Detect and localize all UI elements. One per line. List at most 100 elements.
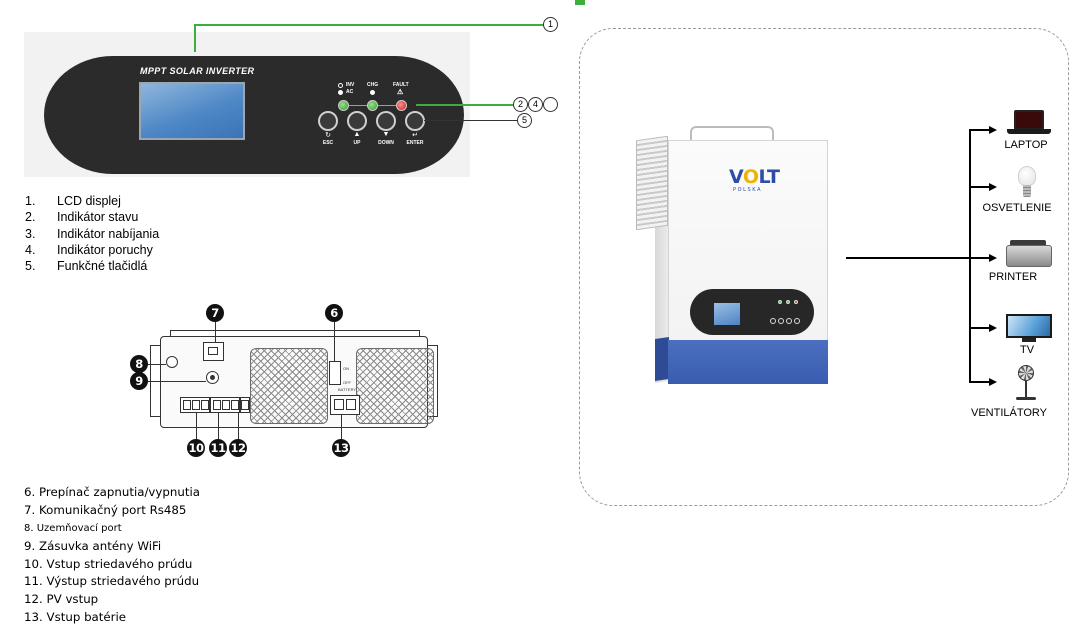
legend-item: 11. Výstup striedavého prúdu — [24, 574, 200, 589]
callout-13-leader — [341, 415, 342, 439]
callout-3 — [543, 97, 558, 112]
back-panel-top — [170, 330, 420, 338]
legend-item: 13. Vstup batérie — [24, 610, 127, 625]
inverter-base-side — [655, 337, 669, 381]
charging-led — [367, 100, 378, 111]
inverter-blue-base — [668, 340, 828, 384]
callout-13: 13 — [332, 439, 350, 457]
arrow-head-icon — [989, 378, 997, 386]
enter-button — [405, 111, 425, 131]
fault-led — [396, 100, 407, 111]
legend-text: Indikátor stavu — [57, 210, 139, 225]
cooling-fan-left — [250, 348, 328, 424]
callout-7: 7 — [206, 304, 224, 322]
callout-9-leader — [148, 381, 206, 382]
callout-10-leader — [196, 413, 197, 439]
callout-5-leader — [424, 120, 518, 121]
status-led — [338, 100, 349, 111]
inverter-button — [778, 318, 784, 324]
tv-label: TV — [1019, 344, 1035, 356]
enter-icon: ↵ — [412, 132, 418, 139]
battery-label: BATTERY — [338, 387, 357, 392]
inverter-led — [778, 300, 782, 304]
inverter-button — [770, 318, 776, 324]
esc-label: ESC — [322, 140, 334, 146]
arrow-head-icon — [989, 126, 997, 134]
inverter-control-panel — [690, 289, 814, 335]
legend-text: Indikátor nabíjania — [57, 226, 160, 241]
callout-6: 6 — [325, 304, 343, 322]
callout-5: 5 — [517, 113, 532, 128]
legend-number: 1. — [25, 194, 36, 208]
printer-label: PRINTER — [988, 271, 1038, 283]
legend-item: 9. Zásuvka antény WiFi — [24, 538, 162, 553]
down-button — [376, 111, 396, 131]
ac-input-terminal — [180, 397, 210, 413]
inverter-mount-bracket — [690, 126, 774, 146]
ac-output-terminal — [210, 397, 240, 413]
legend-text: LCD displej — [57, 194, 121, 208]
volt-logo: VOLT — [729, 166, 780, 188]
callout-6-leader — [334, 322, 335, 362]
callout-1: 1 — [543, 17, 558, 32]
chg-label: CHG — [367, 82, 379, 88]
led-connector-line — [349, 105, 367, 106]
switch-off-label: OFF — [343, 380, 351, 385]
legend-number: 2. — [25, 210, 36, 225]
callout-9: 9 — [130, 372, 148, 390]
legend-item: 6. Prepínač zapnutia/vypnutia — [24, 485, 200, 499]
legend-text: Funkčné tlačidlá — [57, 259, 148, 274]
legend-item: 12. PV vstup — [24, 592, 99, 607]
callout-8: 8 — [130, 355, 148, 373]
rs485-port — [203, 342, 224, 361]
pv-input-terminal — [240, 397, 250, 413]
wifi-antenna-socket — [206, 371, 219, 384]
volt-logo-subtitle: POLSKA — [733, 187, 763, 193]
legend-text: Indikátor poruchy — [57, 242, 153, 257]
up-button — [347, 111, 367, 131]
cooling-fan-right — [356, 348, 434, 424]
output-line — [846, 257, 970, 259]
inverter-button — [786, 318, 792, 324]
legend-number: 5. — [25, 259, 36, 274]
inv-label: INV — [346, 82, 355, 88]
ac-indicator-dot — [338, 90, 343, 95]
lcd-display — [139, 82, 245, 140]
application-diagram-frame — [579, 28, 1069, 506]
legend-number: 4. — [25, 242, 36, 257]
callout-11-leader — [218, 413, 219, 439]
distribution-bus — [969, 129, 971, 382]
callout-12-leader — [238, 413, 239, 439]
legend-number: 3. — [25, 226, 36, 241]
tv-connector — [969, 327, 989, 329]
panel-brand-text: MPPT SOLAR INVERTER — [140, 66, 255, 76]
callout-10: 10 — [187, 439, 205, 457]
fan-connector — [969, 381, 989, 383]
ground-port — [166, 356, 178, 368]
laptop-label: LAPTOP — [1004, 139, 1048, 151]
callout-2: 2 — [513, 97, 528, 112]
battery-input — [330, 395, 360, 415]
down-label: DOWN — [378, 140, 394, 146]
legend-item: 7. Komunikačný port Rs485 — [24, 502, 187, 517]
inverter-led — [794, 300, 798, 304]
inverter-button — [794, 318, 800, 324]
fault-label: FAULT — [393, 82, 409, 88]
arrow-head-icon — [989, 254, 997, 262]
power-switch — [329, 361, 341, 385]
arrow-head-icon — [989, 324, 997, 332]
arrow-head-icon — [989, 183, 997, 191]
callout-12: 12 — [229, 439, 247, 457]
callout-1-leader — [194, 24, 196, 52]
legend-item: 8. Uzemňovací port — [24, 522, 122, 534]
switch-on-label: ON — [343, 366, 349, 371]
laptop-connector — [969, 129, 989, 131]
fault-warning-icon: ⚠ — [397, 89, 404, 96]
inverter-lcd — [714, 303, 740, 325]
fans-label: VENTILÁTORY — [970, 407, 1047, 419]
led-connector-line — [378, 105, 396, 106]
inverter-vent-grille — [636, 135, 668, 231]
legend-item: 10. Vstup striedavého prúdu — [24, 556, 193, 571]
callout-1-leader — [194, 24, 544, 26]
printer-connector — [969, 257, 989, 259]
